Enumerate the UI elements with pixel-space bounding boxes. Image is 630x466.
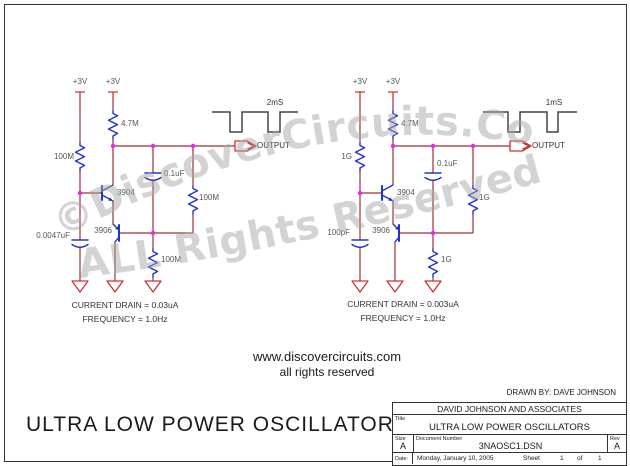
pulse-width-label: 2mS [266, 98, 284, 107]
pnp-transistor-symbol [112, 223, 120, 243]
resistor-symbol [354, 142, 366, 172]
waveform-2ms [212, 111, 298, 133]
sheet-total: 1 [598, 455, 602, 462]
current-drain-note: CURRENT DRAIN = 0.003uA [347, 299, 459, 309]
output-label: OUTPUT [257, 141, 290, 150]
current-drain-note: CURRENT DRAIN = 0.03uA [71, 300, 179, 310]
pulse-width-label: 1mS [545, 98, 563, 107]
of-label: of [577, 455, 583, 462]
ground-symbol [144, 280, 162, 293]
resistor-symbol [467, 185, 479, 215]
sheet-field-label: Sheet [523, 455, 540, 462]
resistor-symbol [107, 110, 119, 140]
rev-cell: Rev A [608, 435, 626, 452]
size-field-label: Size [395, 436, 406, 442]
resistor-label: 1G [479, 193, 490, 202]
size-cell: Size A [393, 435, 414, 452]
date-sheet-row: Date: Monday, January 10, 2005 Sheet 1 o… [393, 453, 626, 464]
title-block: DAVID JOHNSON AND ASSOCIATES Title ULTRA… [392, 402, 627, 466]
supply-label: +3V [385, 77, 401, 86]
capacitor-label: 0.0047uF [36, 231, 70, 240]
resistor-symbol [74, 142, 86, 172]
capacitor-symbol [351, 239, 369, 248]
ground-symbol [106, 280, 124, 293]
left-oscillator-circuit [71, 91, 298, 293]
title-field-label: Title [395, 416, 406, 422]
capacitor-symbol [424, 172, 442, 181]
output-port-icon [509, 140, 532, 152]
document-number-value: 3NAOSC1.DSN [478, 441, 543, 451]
resistor-label: 100M [199, 193, 220, 202]
document-title: ULTRA LOW POWER OSCILLATORS [428, 422, 590, 433]
resistor-symbol [387, 110, 399, 140]
power-symbol [354, 91, 366, 103]
output-label: OUTPUT [532, 141, 565, 150]
transistor-label: 3906 [94, 226, 112, 235]
frequency-note: FREQUENCY = 1.0Hz [82, 314, 168, 324]
supply-label: +3V [105, 77, 121, 86]
supply-label: +3V [72, 77, 88, 86]
website-text: www.discovercircuits.com [252, 349, 402, 364]
resistor-symbol [427, 248, 439, 278]
transistor-label: 3904 [117, 188, 135, 197]
ground-symbol [424, 280, 442, 293]
ground-symbol [351, 280, 369, 293]
resistor-label: 100M [53, 152, 74, 161]
frequency-note: FREQUENCY = 1.0Hz [360, 313, 446, 323]
resistor-symbol [147, 248, 159, 278]
doc-field-label: Document Number [416, 436, 463, 442]
power-symbol [387, 91, 399, 103]
resistor-label: 4.7M [401, 119, 419, 128]
rev-field-label: Rev [610, 436, 620, 442]
capacitor-label: 100pF [327, 228, 350, 237]
drawn-by-text: DRAWN BY: DAVE JOHNSON [506, 388, 616, 397]
rev-value: A [613, 441, 620, 451]
sheet-number: 1 [560, 455, 564, 462]
transistor-label: 3904 [397, 188, 415, 197]
capacitor-label: 0.1uF [437, 159, 458, 168]
page-title: ULTRA LOW POWER OSCILLATORS [26, 413, 409, 436]
resistor-label: 100M [161, 255, 182, 264]
company-name: DAVID JOHNSON AND ASSOCIATES [393, 403, 626, 415]
document-number-cell: Document Number 3NAOSC1.DSN [414, 435, 608, 452]
resistor-label: 1G [341, 152, 352, 161]
site-footer: www.discovercircuits.com all rights rese… [162, 349, 492, 379]
npn-transistor-symbol [381, 184, 394, 202]
date-field-label: Date: [393, 453, 413, 464]
drawing-border [4, 4, 627, 462]
npn-transistor-symbol [101, 184, 114, 202]
resistor-label: 4.7M [121, 119, 139, 128]
resistor-symbol [187, 185, 199, 215]
power-symbol [74, 91, 86, 103]
capacitor-symbol [144, 172, 162, 181]
capacitor-label: 0.1uF [164, 169, 185, 178]
transistor-label: 3906 [372, 226, 390, 235]
supply-label: +3V [352, 77, 368, 86]
right-oscillator-circuit [351, 91, 577, 293]
resistor-label: 1G [441, 255, 452, 264]
output-port-icon [234, 140, 257, 152]
rights-text: all rights reserved [279, 365, 375, 379]
ground-symbol [386, 280, 404, 293]
waveform-1ms [483, 111, 577, 133]
pnp-transistor-symbol [392, 223, 400, 243]
size-doc-rev-row: Size A Document Number 3NAOSC1.DSN Rev A [393, 435, 626, 453]
date-value: Monday, January 10, 2005 [417, 455, 494, 462]
size-value: A [399, 441, 406, 451]
power-symbol [107, 91, 119, 103]
ground-symbol [71, 280, 89, 293]
title-row: Title ULTRA LOW POWER OSCILLATORS [393, 415, 626, 435]
capacitor-symbol [71, 239, 89, 248]
